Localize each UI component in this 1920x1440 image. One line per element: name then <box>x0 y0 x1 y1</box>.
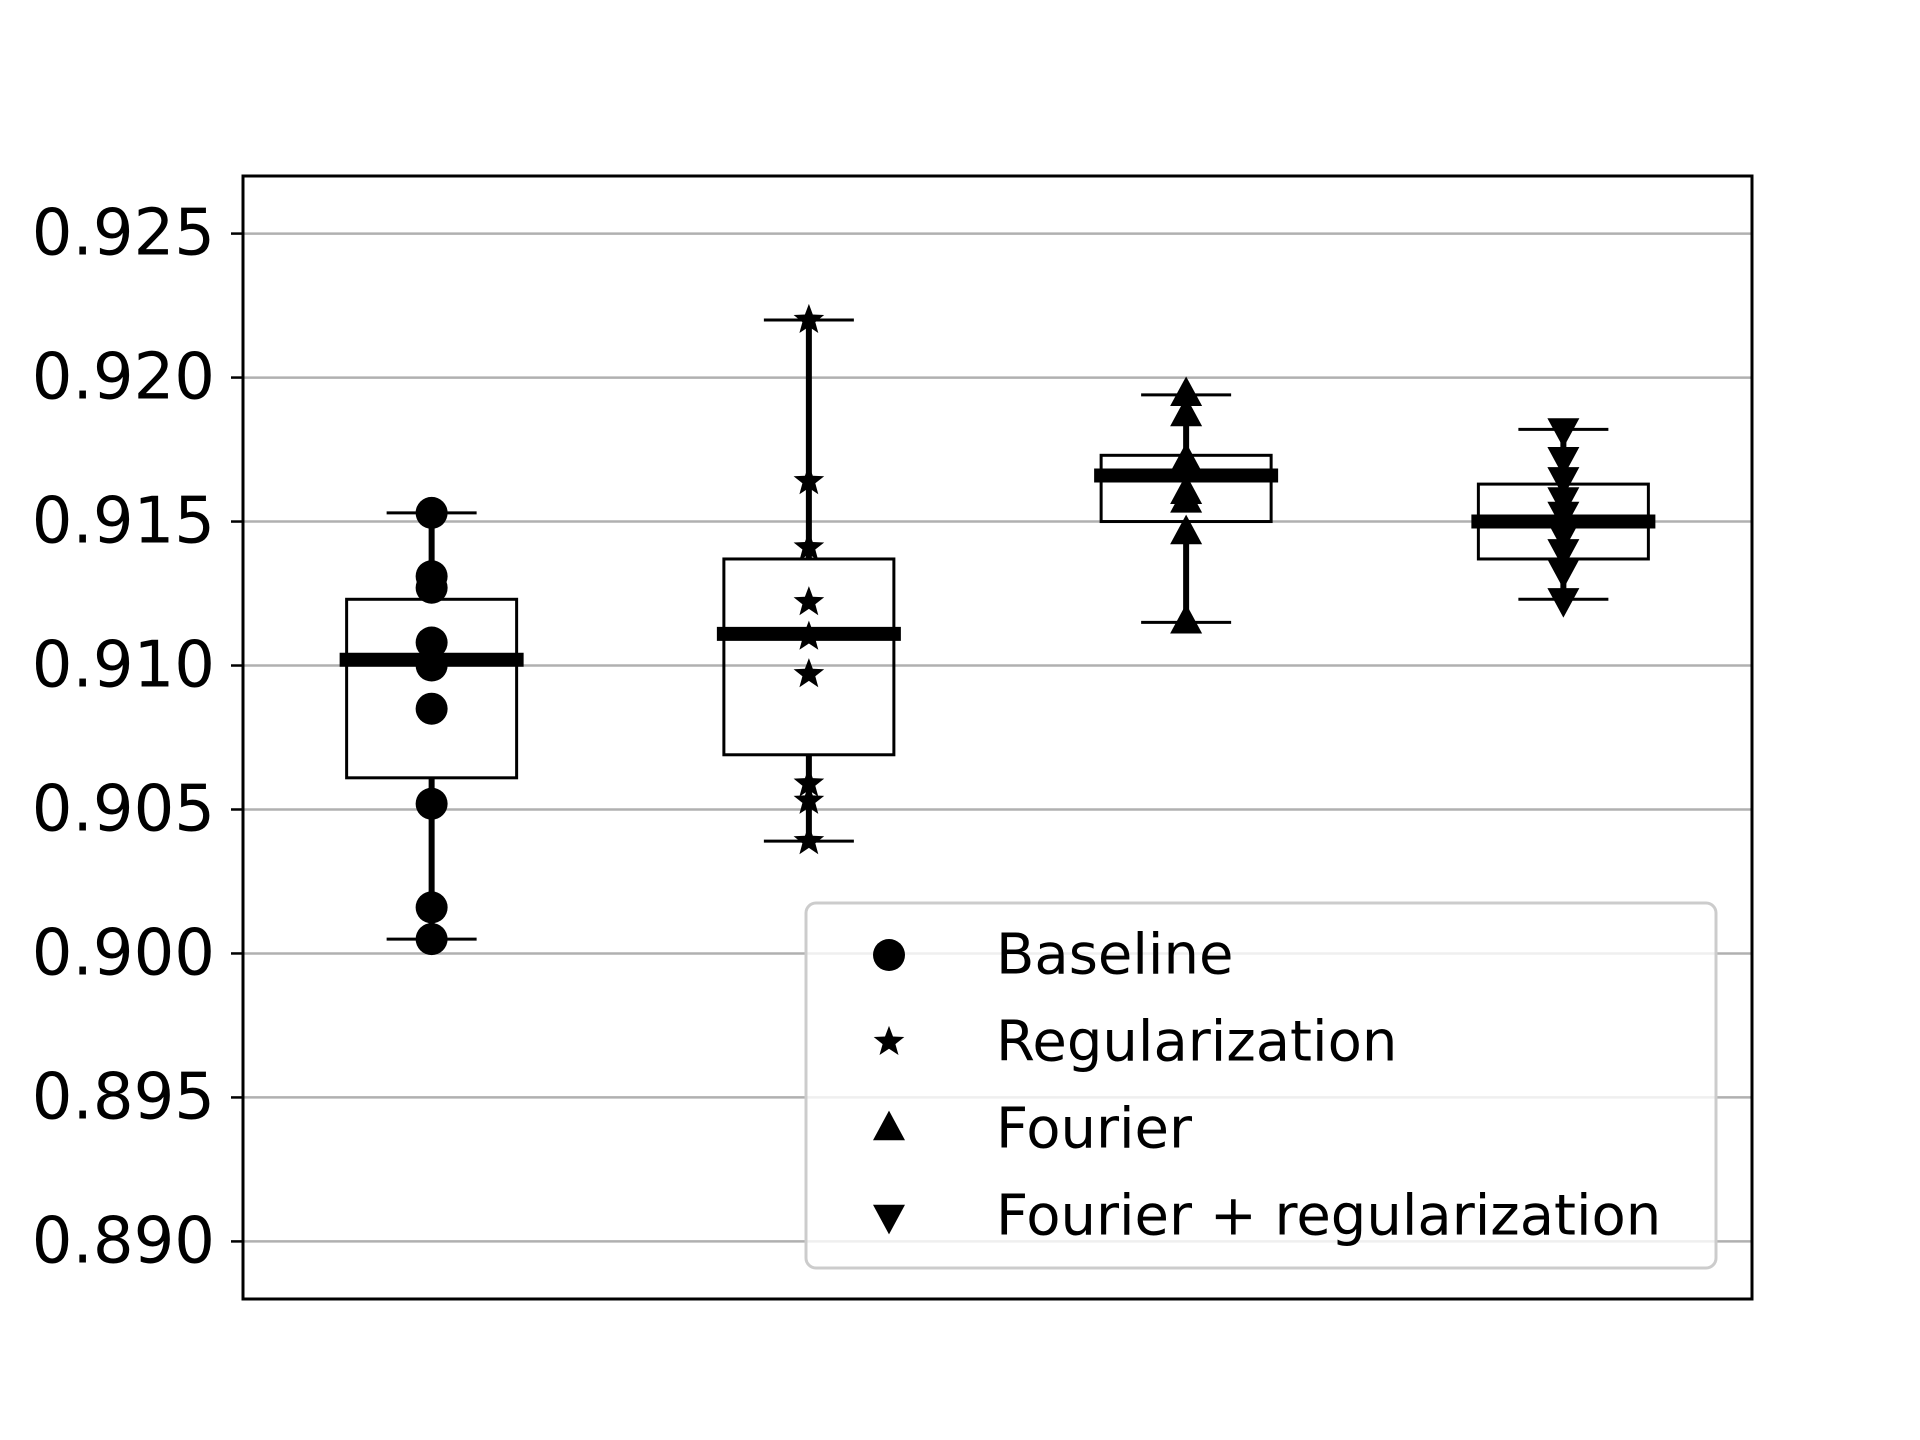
series-0-point-3 <box>415 626 448 659</box>
y-tick-label-5: 0.915 <box>32 485 215 559</box>
series-0-point-6 <box>415 787 448 820</box>
series-2-point-2 <box>1170 442 1203 473</box>
y-tick-label-0: 0.890 <box>32 1204 215 1278</box>
series-0-point-0 <box>415 496 448 529</box>
legend-label-0: Baseline <box>996 923 1233 988</box>
series-3-point-2 <box>1547 467 1580 497</box>
series-1-point-2 <box>793 531 825 561</box>
series-3-point-1 <box>1547 446 1580 477</box>
series-1-box <box>722 557 896 757</box>
series-0-point-2 <box>415 571 448 604</box>
legend-label-2: Fourier <box>996 1097 1193 1162</box>
legend-label-1: Regularization <box>996 1010 1397 1075</box>
legend-marker-1 <box>873 1025 905 1055</box>
series-1-point-6 <box>793 767 825 797</box>
series-1-point-5 <box>793 658 825 688</box>
series-3-point-0 <box>1547 418 1580 448</box>
series-1-point-8 <box>793 825 825 855</box>
y-tick-label-7: 0.925 <box>32 197 215 271</box>
series-2-point-5 <box>1170 514 1203 545</box>
series-0-box <box>345 597 519 780</box>
series-1-point-7 <box>793 784 825 814</box>
y-tick-label-2: 0.900 <box>32 916 215 990</box>
legend-marker-0 <box>873 939 905 971</box>
legend-marker-3 <box>873 1204 905 1235</box>
y-axis-ticks: 0.890 0.895 0.900 0.905 0.910 0.915 0.920 0.925 <box>32 197 243 1278</box>
legend-box <box>804 901 1718 1270</box>
y-tick-label-1: 0.895 <box>32 1060 215 1134</box>
series-0-point-8 <box>415 923 448 956</box>
y-tick-label-3: 0.905 <box>32 772 215 846</box>
series-1-point-0 <box>793 303 825 333</box>
series-0-point-7 <box>415 891 448 924</box>
series-3-point-6 <box>1547 539 1580 569</box>
series-2-point-6 <box>1170 603 1203 634</box>
series-1-point-3 <box>793 586 825 616</box>
series-3-point-8 <box>1547 588 1580 618</box>
legend-label-3: Fourier + regularization <box>996 1184 1661 1249</box>
plot-frame <box>241 174 1754 1301</box>
series-0-point-5 <box>415 692 448 725</box>
series-2-point-1 <box>1170 396 1203 427</box>
y-tick-label-4: 0.910 <box>32 629 215 703</box>
series-1-point-1 <box>793 465 825 495</box>
y-tick-label-6: 0.920 <box>32 341 215 415</box>
series-3-point-5 <box>1547 521 1580 552</box>
box-plots <box>345 318 1650 941</box>
series-2-point-0 <box>1170 376 1203 407</box>
series-3-point-7 <box>1547 559 1580 589</box>
legend-marker-2 <box>873 1110 905 1141</box>
series-2-point-4 <box>1170 482 1203 513</box>
data-points <box>339 303 1656 956</box>
